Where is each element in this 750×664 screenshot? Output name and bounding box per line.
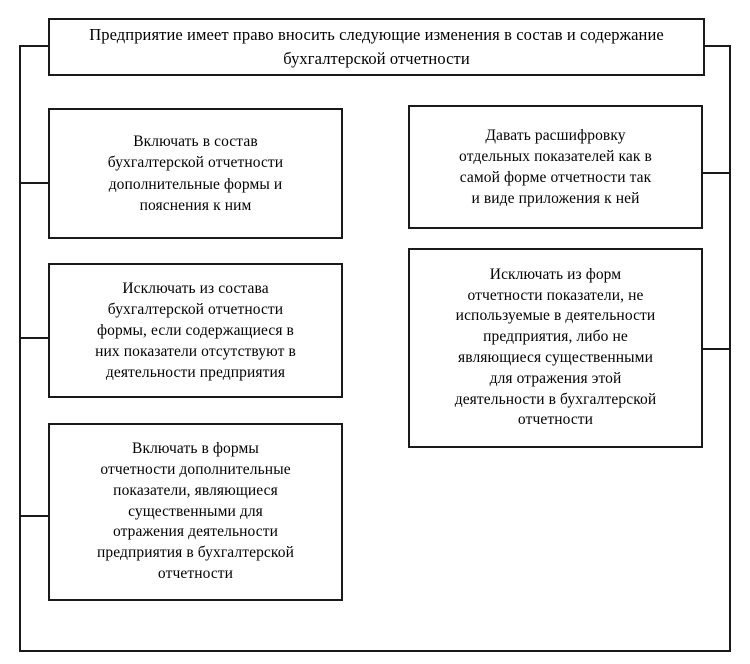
right-branch-box-2: Исключать из форм отчетности показатели,… <box>408 248 703 448</box>
left-branch-text-1: Включать в состав бухгалтерской отчетнос… <box>107 132 284 214</box>
connector-stub-title-right <box>703 45 731 47</box>
connector-stub-left-3 <box>19 515 50 517</box>
right-branch-text-1: Давать расшифровку отдельных показателей… <box>459 126 652 208</box>
diagram-title-box: Предприятие имеет право вносить следующи… <box>48 18 705 76</box>
left-branch-text-3: Включать в формы отчетности дополнительн… <box>96 440 295 582</box>
left-branch-box-1: Включать в состав бухгалтерской отчетнос… <box>48 108 343 239</box>
left-branch-box-3: Включать в формы отчетности дополнительн… <box>48 423 343 601</box>
connector-stub-right-2 <box>701 348 731 350</box>
right-branch-text-2: Исключать из форм отчетности показатели,… <box>454 265 657 429</box>
bottom-connector-line <box>19 650 731 652</box>
diagram-title-text: Предприятие имеет право вносить следующи… <box>89 25 664 68</box>
left-trunk-line <box>19 45 21 652</box>
right-branch-box-1: Давать расшифровку отдельных показателей… <box>408 105 703 229</box>
connector-stub-right-1 <box>701 172 731 174</box>
connector-stub-left-1 <box>19 182 50 184</box>
connector-stub-left-2 <box>19 337 50 339</box>
connector-stub-title-left <box>19 45 50 47</box>
left-branch-box-2: Исключать из состава бухгалтерской отчет… <box>48 263 343 398</box>
left-branch-text-2: Исключать из состава бухгалтерской отчет… <box>95 279 296 382</box>
